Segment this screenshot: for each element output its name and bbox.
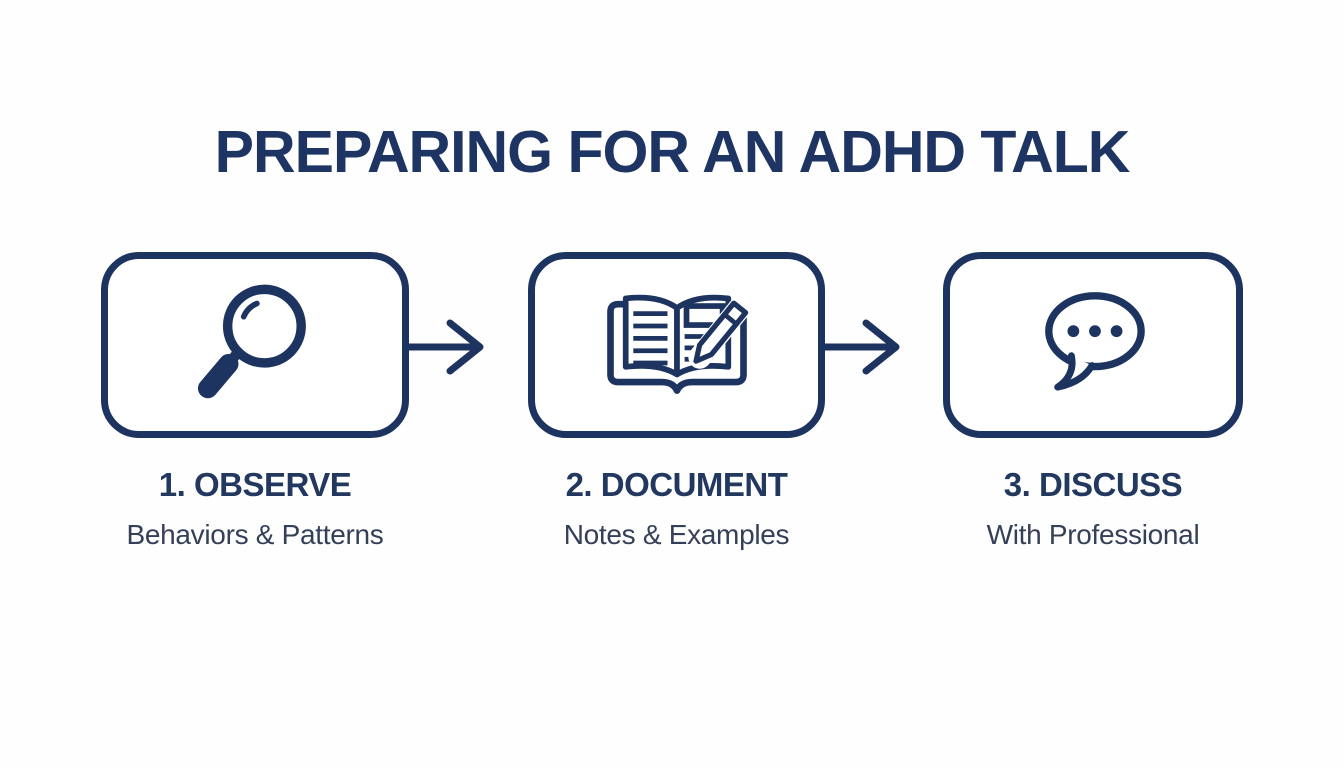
step-subtitle-discuss: With Professional	[986, 519, 1200, 550]
step-title-document: 2. DOCUMENT	[565, 466, 788, 503]
speech-bubble-icon	[1034, 287, 1152, 395]
step-box-document	[528, 252, 825, 438]
step-subtitle-observe: Behaviors & Patterns	[126, 519, 384, 550]
magnifier-icon	[189, 279, 321, 411]
arrow-right-icon	[404, 315, 508, 379]
step-title-observe: 1. OBSERVE	[158, 466, 352, 503]
step-box-observe	[101, 252, 409, 438]
open-book-pen-icon	[601, 283, 753, 407]
arrow-right-icon	[820, 315, 924, 379]
step-box-discuss	[943, 252, 1243, 438]
step-title-discuss: 3. DISCUSS	[1003, 466, 1183, 503]
page-title: PREPARING FOR AN ADHD TALK	[214, 119, 1131, 185]
step-subtitle-document: Notes & Examples	[563, 519, 790, 550]
